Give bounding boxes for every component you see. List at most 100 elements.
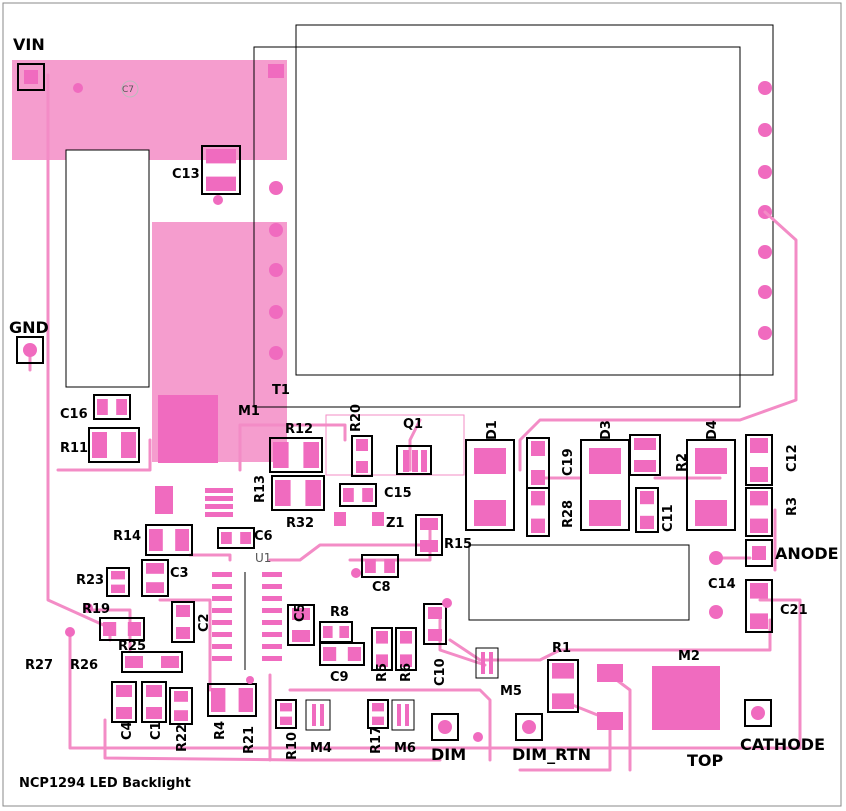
footprint-c6: [217, 527, 255, 549]
mosfet-m1: [155, 395, 233, 517]
label-c10: C10: [433, 658, 448, 686]
footprint-r28: [526, 487, 550, 537]
label-r25: R25: [118, 639, 146, 654]
footprint-r25: [121, 651, 183, 673]
label-top: TOP: [687, 751, 724, 770]
label-q1: Q1: [403, 417, 423, 432]
label-r17: R17: [369, 726, 384, 754]
label-z1: Z1: [386, 516, 404, 531]
label-c14: C14: [708, 577, 736, 592]
label-anode: ANODE: [775, 544, 839, 563]
footprint-c1: [141, 681, 167, 723]
label-r23: R23: [76, 573, 104, 588]
label-r5: R5: [375, 663, 390, 682]
footprint-c19: [526, 437, 550, 489]
footprint-r20: [351, 435, 373, 477]
label-r27: R27: [25, 658, 53, 673]
footprint-c16: [93, 394, 131, 420]
label-c7: C7: [122, 85, 134, 95]
label-r4: R4: [213, 721, 228, 740]
footprint-r15: [415, 514, 443, 556]
footprint-r1: [547, 659, 579, 713]
footprint-c8: [361, 554, 399, 578]
label-t1: T1: [272, 383, 290, 398]
passive-components: [88, 80, 773, 729]
label-m2: M2: [678, 649, 700, 664]
label-c9: C9: [330, 670, 349, 685]
silkscreen-labels: VIN GND ANODE CATHODE DIM DIM_RTN TOP NC…: [9, 35, 839, 791]
label-m5: M5: [500, 684, 522, 699]
footprint-c9: [319, 642, 365, 666]
mosfet-m5: [475, 647, 499, 679]
connector-pads: [16, 63, 773, 741]
label-r14: R14: [113, 529, 141, 544]
label-r32: R32: [286, 516, 314, 531]
footprint-r19: [99, 617, 145, 641]
label-r6: R6: [399, 663, 414, 682]
label-c12: C12: [785, 444, 800, 472]
label-m1: M1: [238, 404, 260, 419]
label-r13: R13: [253, 475, 268, 503]
label-cathode: CATHODE: [740, 735, 825, 754]
footprint-c12: [745, 434, 773, 486]
label-c6: C6: [254, 529, 273, 544]
zener-z1: [334, 512, 384, 526]
label-r2: R2: [675, 453, 690, 472]
transistor-q1: [325, 414, 465, 476]
label-r15: R15: [444, 537, 472, 552]
heatsink-outline: [468, 544, 690, 621]
label-r1: R1: [552, 641, 571, 656]
footprint-c7: [121, 80, 139, 98]
label-r20: R20: [349, 404, 364, 432]
diode-d1: [465, 439, 515, 531]
footprint-c21: [745, 579, 773, 633]
footprint-c3: [141, 559, 169, 597]
label-c19: C19: [561, 448, 576, 476]
label-c13: C13: [172, 167, 200, 182]
label-dim: DIM: [431, 745, 466, 764]
footprint-r23: [106, 567, 130, 597]
copper-traces: [28, 73, 802, 772]
label-u1: U1: [255, 551, 271, 565]
footprint-c5: [287, 604, 315, 646]
mosfet-m4: [305, 699, 331, 731]
footprint-r5: [371, 627, 393, 671]
label-d4: D4: [705, 420, 720, 440]
label-title: NCP1294 LED Backlight: [19, 776, 191, 791]
diode-d4: [686, 439, 736, 531]
label-c16: C16: [60, 407, 88, 422]
label-r28: R28: [561, 500, 576, 528]
label-c8: C8: [372, 580, 391, 595]
label-vin: VIN: [13, 35, 45, 54]
diode-d3: [580, 439, 630, 531]
footprint-r12: [269, 437, 323, 473]
footprint-r22: [169, 687, 193, 725]
label-c2: C2: [197, 613, 212, 632]
footprint-c2: [171, 601, 195, 643]
footprint-r14: [145, 524, 193, 556]
label-c15: C15: [384, 486, 412, 501]
ic-u1: [212, 572, 282, 670]
label-d1: D1: [485, 420, 500, 440]
label-c1: C1: [149, 721, 164, 740]
label-c21: C21: [780, 603, 808, 618]
label-m4: M4: [310, 741, 332, 756]
footprint-r10: [275, 699, 297, 729]
label-r10: R10: [285, 732, 300, 760]
label-r21: R21: [242, 726, 257, 754]
footprint-r2: [629, 434, 661, 476]
label-c4: C4: [120, 721, 135, 740]
label-r11: R11: [60, 441, 88, 456]
label-c11: C11: [661, 504, 676, 532]
footprint-c10: [423, 603, 447, 645]
footprint-r6: [395, 627, 417, 671]
label-dim-rtn: DIM_RTN: [512, 745, 591, 764]
transformer-t1: [253, 24, 774, 408]
label-gnd: GND: [9, 318, 49, 337]
label-r3: R3: [785, 497, 800, 516]
footprint-r3: [745, 487, 773, 537]
label-r12: R12: [285, 422, 313, 437]
mosfet-m2: [597, 664, 720, 730]
label-r8: R8: [330, 605, 349, 620]
